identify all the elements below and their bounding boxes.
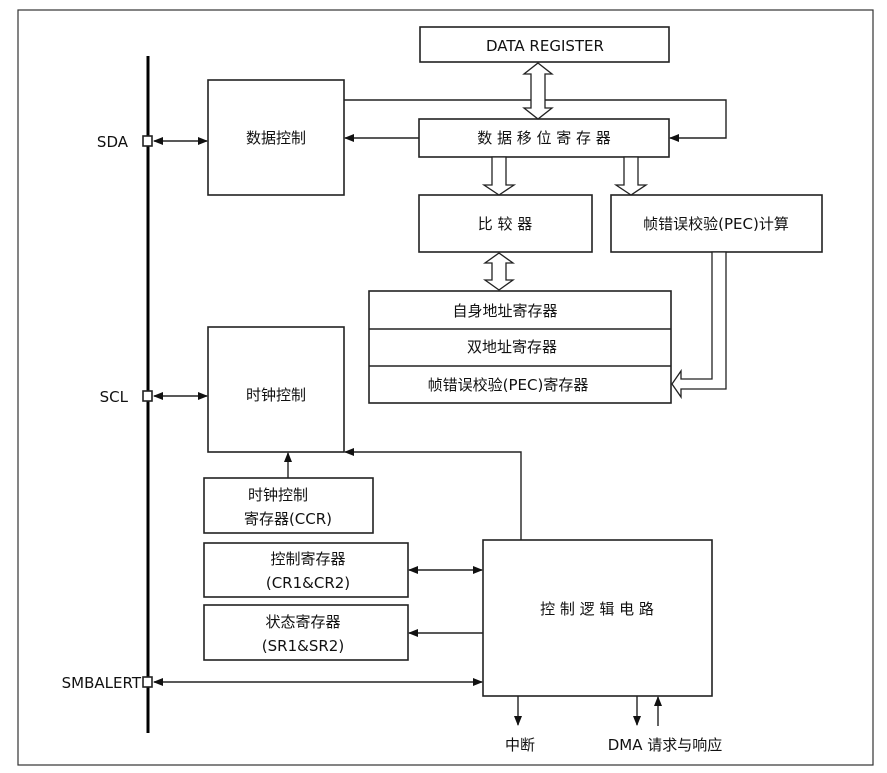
dual-address-register-label: 双地址寄存器: [467, 338, 557, 356]
shift-register-box: [418, 118, 670, 158]
pec-register-label: 帧错误校验(PEC)寄存器: [428, 376, 589, 394]
control-logic-label: 控 制 逻 辑 电 路: [540, 600, 654, 618]
status-register-label-1: 状态寄存器: [265, 613, 340, 631]
data-register-bus-arrow: [522, 62, 554, 120]
diagram-frame: [17, 9, 874, 766]
sda-pin: [142, 135, 153, 147]
smbalert-pin: [142, 676, 153, 688]
ccr-box: [203, 477, 374, 534]
logic-to-clock-arrow: [344, 448, 522, 540]
ccr-label-2: 寄存器(CCR): [244, 510, 332, 528]
control-register-label-1: 控制寄存器: [270, 550, 345, 568]
comparator-label: 比 较 器: [478, 215, 533, 233]
data-register-label: DATA REGISTER: [486, 37, 604, 55]
own-address-register-label: 自身地址寄存器: [452, 302, 557, 320]
comparator-address-arrow: [482, 252, 516, 291]
data-register-box: [419, 26, 670, 63]
clock-control-label: 时钟控制: [246, 386, 306, 404]
scl-pin: [142, 390, 153, 402]
pec-calc-to-register-arrow: [671, 251, 727, 400]
shift-to-pec-arrow: [613, 156, 649, 196]
comparator-box: [418, 194, 593, 253]
shift-to-comparator-arrow: [481, 156, 517, 196]
dma-label: DMA 请求与响应: [608, 736, 723, 754]
control-logic-box: [482, 539, 713, 697]
scl-label: SCL: [100, 388, 129, 406]
shift-register-label: 数 据 移 位 寄 存 器: [477, 129, 611, 147]
address-register-stack: [368, 290, 672, 404]
data-control-label: 数据控制: [246, 129, 306, 147]
pec-calc-label: 帧错误校验(PEC)计算: [643, 215, 789, 233]
control-register-label-2: (CR1&CR2): [266, 574, 350, 592]
status-register-label-2: (SR1&SR2): [262, 637, 344, 655]
interrupt-label: 中断: [505, 736, 535, 754]
clock-control-box: [207, 326, 345, 453]
sda-label: SDA: [97, 133, 129, 151]
ccr-label-1: 时钟控制: [248, 486, 308, 504]
smbalert-label: SMBALERT: [62, 674, 142, 692]
control-register-box: [203, 542, 409, 598]
pec-calc-box: [610, 194, 823, 253]
